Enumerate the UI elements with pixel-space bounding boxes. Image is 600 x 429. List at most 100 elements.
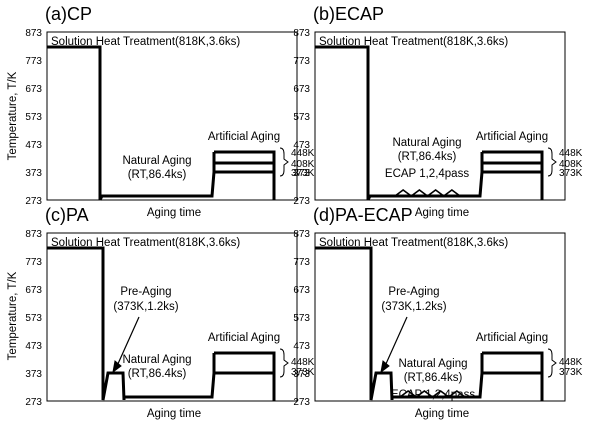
y-tick-label: 473	[25, 140, 42, 151]
y-tick-label: 873	[25, 229, 42, 240]
pre-aging-condition: (373K,1.2ks)	[113, 301, 178, 313]
pre-aging-arrowhead	[380, 360, 390, 374]
aging-temperature-label: 448K	[559, 357, 583, 368]
natural-aging-condition: (RT,86.4ks)	[398, 151, 457, 163]
aging-temperature-label: 448K	[291, 357, 315, 368]
heat-treatment-profile	[47, 246, 216, 401]
y-tick-label: 673	[25, 84, 42, 95]
heat-treatment-profile	[47, 45, 216, 201]
aging-temperature-label: 373K	[291, 367, 315, 378]
pre-aging-label: Pre-Aging	[388, 286, 439, 298]
aging-temperature-label: 448K	[291, 148, 315, 159]
pre-aging-label: Pre-Aging	[120, 286, 171, 298]
y-axis-label: Temperature, T/K	[7, 271, 19, 360]
y-tick-label: 273	[293, 397, 310, 408]
panel-title: (a)CP	[45, 4, 92, 24]
y-tick-label: 873	[25, 28, 42, 39]
ecap-label: ECAP 1,2,4pass	[391, 389, 475, 401]
natural-aging-label: Natural Aging	[398, 358, 467, 370]
y-tick-label: 773	[25, 56, 42, 67]
artificial-aging-line	[214, 161, 276, 200]
natural-aging-condition: (RT,86.4ks)	[128, 368, 187, 380]
aging-temperature-label: 373K	[559, 367, 583, 378]
artificial-aging-line	[214, 371, 276, 401]
y-tick-label: 473	[293, 341, 310, 352]
ecap-zigzag	[394, 189, 461, 197]
panel-title: (b)ECAP	[313, 4, 384, 24]
x-axis-label: Aging time	[415, 408, 469, 420]
artificial-aging-label: Artificial Aging	[476, 131, 548, 143]
temperature-brace	[547, 147, 557, 177]
y-tick-label: 673	[25, 285, 42, 296]
y-tick-label: 373	[293, 369, 310, 380]
y-tick-label: 673	[293, 285, 310, 296]
y-tick-label: 573	[293, 313, 310, 324]
y-axis-label: Temperature, T/K	[7, 71, 19, 160]
pre-aging-arrow	[116, 316, 140, 367]
artificial-aging-line	[482, 371, 544, 401]
y-tick-label: 573	[25, 313, 42, 324]
y-tick-label: 873	[293, 28, 310, 39]
solution-heat-treatment-label: Solution Heat Treatment(818K,3.6ks)	[51, 237, 240, 249]
y-tick-label: 673	[293, 84, 310, 95]
artificial-aging-label: Artificial Aging	[208, 332, 280, 344]
y-tick-label: 573	[293, 112, 310, 123]
y-tick-label: 773	[25, 257, 42, 268]
y-tick-label: 273	[25, 397, 42, 408]
heat-treatment-profile	[315, 45, 484, 201]
plot-frame	[314, 232, 566, 402]
solution-heat-treatment-label: Solution Heat Treatment(818K,3.6ks)	[319, 237, 508, 249]
y-tick-label: 273	[25, 196, 42, 207]
artificial-aging-line	[482, 351, 544, 401]
aging-temperature-label: 408K	[559, 159, 583, 170]
artificial-aging-label: Artificial Aging	[208, 131, 280, 143]
aging-temperature-label: 373K	[559, 168, 583, 179]
panel-title: (c)PA	[45, 205, 89, 225]
pre-aging-condition: (373K,1.2ks)	[381, 301, 446, 313]
y-tick-label: 373	[293, 168, 310, 179]
natural-aging-condition: (RT,86.4ks)	[404, 372, 463, 384]
artificial-aging-line	[214, 170, 276, 200]
plot-frame	[46, 232, 298, 402]
temperature-brace	[279, 348, 289, 378]
y-tick-label: 473	[25, 341, 42, 352]
plot-frame	[314, 31, 566, 201]
artificial-aging-line	[214, 351, 276, 401]
artificial-aging-line	[482, 150, 544, 200]
solution-heat-treatment-label: Solution Heat Treatment(818K,3.6ks)	[319, 36, 508, 48]
natural-aging-label: Natural Aging	[392, 137, 461, 149]
x-axis-label: Aging time	[147, 408, 201, 420]
y-tick-label: 373	[25, 168, 42, 179]
artificial-aging-label: Artificial Aging	[476, 332, 548, 344]
y-tick-label: 873	[293, 229, 310, 240]
natural-aging-label: Natural Aging	[122, 155, 191, 167]
y-tick-label: 773	[293, 257, 310, 268]
y-tick-label: 473	[293, 140, 310, 151]
artificial-aging-line	[482, 161, 544, 200]
panel-title: (d)PA-ECAP	[313, 205, 413, 225]
pre-aging-arrow	[384, 316, 408, 367]
aging-temperature-label: 448K	[559, 148, 583, 159]
y-tick-label: 773	[293, 56, 310, 67]
x-axis-label: Aging time	[147, 207, 201, 219]
solution-heat-treatment-label: Solution Heat Treatment(818K,3.6ks)	[51, 36, 240, 48]
pre-aging-arrowhead	[112, 360, 122, 374]
y-tick-label: 273	[293, 196, 310, 207]
plot-frame	[46, 31, 298, 201]
temperature-brace	[547, 348, 557, 378]
ecap-zigzag	[399, 390, 466, 398]
artificial-aging-line	[214, 150, 276, 200]
natural-aging-condition: (RT,86.4ks)	[128, 169, 187, 181]
artificial-aging-line	[482, 170, 544, 200]
aging-temperature-label: 373K	[291, 168, 315, 179]
y-tick-label: 373	[25, 369, 42, 380]
natural-aging-label: Natural Aging	[122, 354, 191, 366]
x-axis-label: Aging time	[415, 207, 469, 219]
y-tick-label: 573	[25, 112, 42, 123]
temperature-brace	[279, 147, 289, 177]
